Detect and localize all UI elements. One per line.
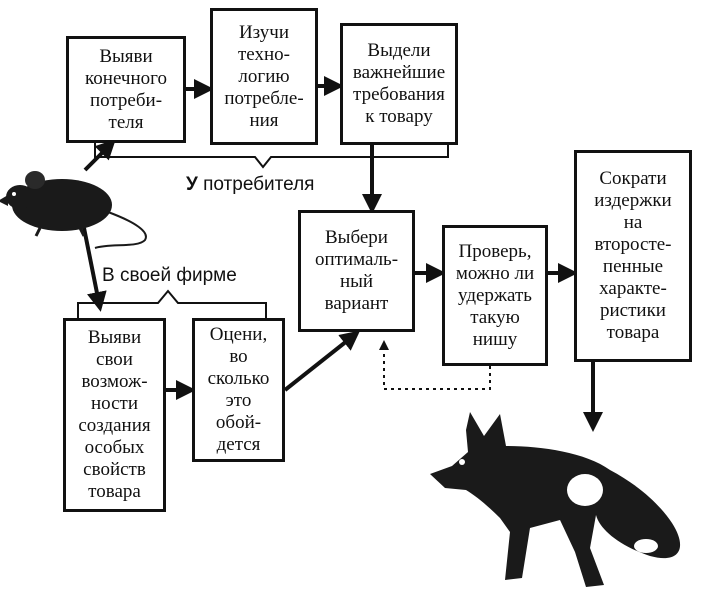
key-requirements-box: Выдели важнейшие требования к товару [340,23,458,145]
cut-costs-box: Сократи издержки на второсте- пенные хар… [574,150,692,362]
arrow-mouse-to-capabilities [82,227,107,312]
identify-capabilities-box: Выяви свои возмож- ности создания особых… [63,318,166,512]
consumer-group-rest: потребителя [197,174,315,195]
estimate-cost-label: Оцени, во сколько это обой- дется [207,324,270,455]
identify-consumer-label: Выяви конечного потреби- теля [85,45,167,133]
check-niche-box: Проверь, можно ли удержать такую нишу [442,225,548,366]
firm-group-text: В своей фирме [102,265,237,286]
estimate-cost-box: Оцени, во сколько это обой- дется [192,318,285,462]
study-technology-box: Изучи техно- логию потребле- ния [210,8,318,145]
key-requirements-label: Выдели важнейшие требования к товару [352,40,446,127]
consumer-group-label: У потребителя [186,174,314,196]
fox-illustration [430,412,681,587]
identify-consumer-box: Выяви конечного потреби- теля [66,36,186,143]
firm-group-label: В своей фирме [102,265,237,287]
cut-costs-label: Сократи издержки на второсте- пенные хар… [594,168,672,343]
study-technology-label: Изучи техно- логию потребле- ния [224,21,304,131]
consumer-group-prefix: У [186,174,198,195]
firm-group-brace [77,289,267,318]
consumer-group-brace [94,143,449,169]
identify-capabilities-label: Выяви свои возмож- ности создания особых… [78,327,151,502]
arrow-mouse-to-consumer [83,139,116,172]
choose-option-box: Выбери оптималь- ный вариант [298,210,415,332]
mouse-illustration [0,171,147,249]
choose-option-label: Выбери оптималь- ный вариант [314,227,399,314]
arrow-estimate-to-choice [283,330,361,392]
check-niche-label: Проверь, можно ли удержать такую нишу [455,240,535,350]
